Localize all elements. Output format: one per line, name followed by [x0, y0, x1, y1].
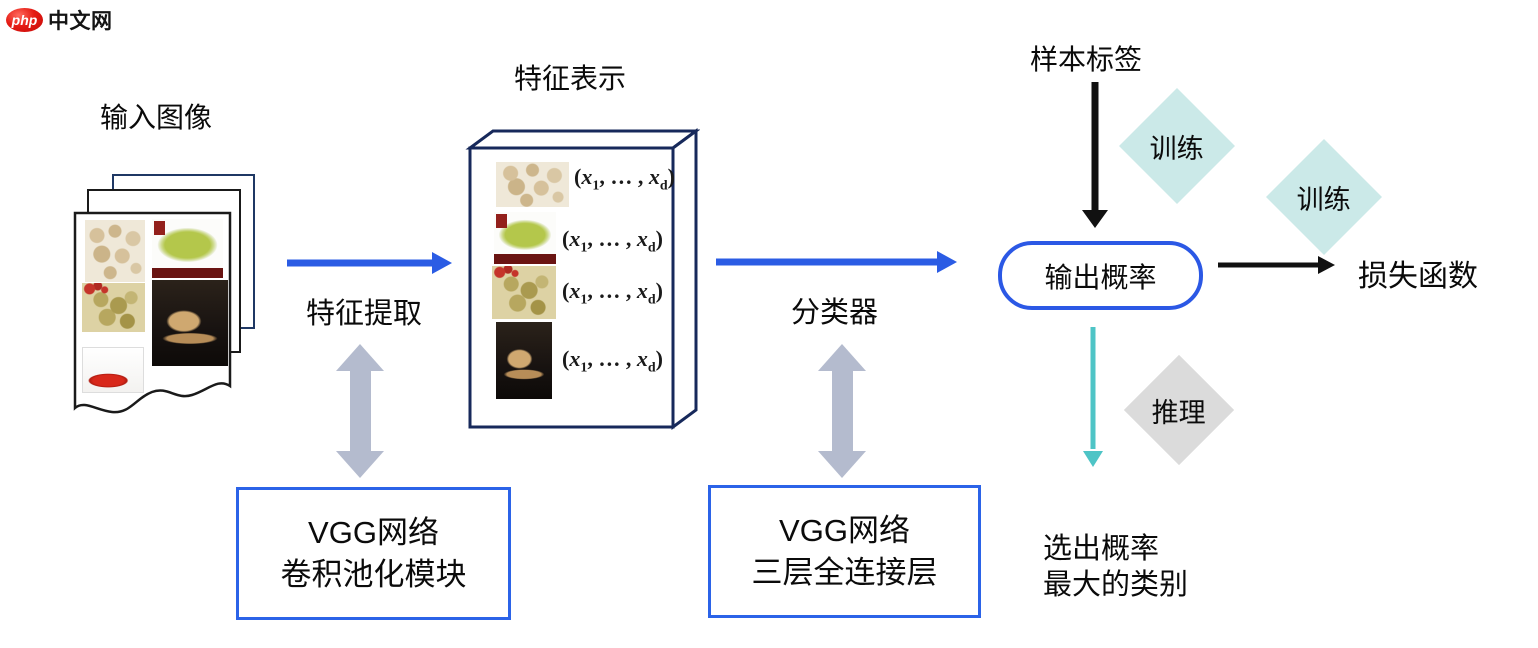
- herb-photo-yellow: [82, 283, 145, 332]
- herb-photo-roots: [152, 280, 228, 366]
- arrow-probability-to-prediction: [1082, 327, 1104, 467]
- php-logo-icon: php: [6, 8, 43, 32]
- arrow-probability-to-loss: [1218, 255, 1335, 275]
- feature-vector-formula: (x1, … , xd): [562, 346, 663, 376]
- feature-vector-formula: (x1, … , xd): [562, 278, 663, 308]
- logo-brand-text: php: [11, 12, 38, 28]
- output-probability-node: 输出概率: [998, 241, 1203, 310]
- label-sample-label: 样本标签: [1030, 44, 1143, 75]
- arrow-head: [1083, 451, 1103, 467]
- arrow-stem: [349, 371, 371, 451]
- training-diamond-label: 训练: [1297, 184, 1351, 215]
- feature-thumb-roots: [496, 322, 552, 399]
- feature-thumb-green: [494, 212, 556, 264]
- label-loss-function: 损失函数: [1358, 260, 1478, 293]
- select-max-line2: 最大的类别: [1043, 569, 1189, 601]
- label-classifier: 分类器: [791, 297, 879, 329]
- arrow-shaft: [287, 259, 434, 267]
- feature-thumb-tan: [496, 162, 569, 207]
- vgg-fully-connected-box: VGG网络 三层全连接层: [708, 485, 981, 618]
- arrow-sample-to-probability: [1082, 82, 1108, 228]
- vgg-fc-line2: 三层全连接层: [751, 554, 938, 590]
- herb-photo-green: [152, 219, 223, 278]
- site-logo: php 中文网: [6, 5, 113, 35]
- arrow-stem: [831, 371, 853, 451]
- box-top-face: [465, 129, 700, 150]
- label-input-images: 输入图像: [100, 102, 213, 133]
- arrow-shaft: [1091, 82, 1099, 210]
- double-arrow-classifier: [818, 344, 866, 478]
- feature-thumb-yellow: [492, 266, 556, 319]
- herb-photo-tan: [85, 220, 145, 282]
- label-feature-representation: 特征表示: [514, 63, 627, 94]
- arrow-input-to-features: [287, 251, 452, 275]
- arrow-head: [432, 252, 452, 274]
- logo-site-text: 中文网: [48, 10, 113, 33]
- feature-vector-formula: (x1, … , xd): [562, 226, 663, 256]
- vgg-conv-line2: 卷积池化模块: [280, 556, 467, 592]
- select-max-line1: 选出概率: [1043, 533, 1160, 565]
- arrow-head-down: [818, 451, 866, 478]
- arrow-head: [937, 251, 957, 273]
- training-diamond-2: 训练: [1266, 139, 1382, 255]
- vgg-fc-line1: VGG网络: [779, 512, 910, 548]
- arrow-head: [1082, 210, 1108, 228]
- arrow-features-to-output: [716, 250, 957, 274]
- arrow-shaft: [1218, 262, 1320, 268]
- arrow-head-down: [336, 451, 384, 478]
- arrow-shaft: [716, 258, 939, 266]
- training-diamond-label: 训练: [1150, 133, 1204, 164]
- inference-diamond-label: 推理: [1152, 397, 1206, 428]
- arrow-head-up: [336, 344, 384, 371]
- arrow-head: [1318, 256, 1335, 274]
- herb-photo-berries: [82, 347, 144, 393]
- double-arrow-feature-extraction: [336, 344, 384, 478]
- training-diamond-1: 训练: [1119, 88, 1235, 204]
- box-right-face: [671, 128, 698, 430]
- arrow-shaft: [1090, 327, 1096, 449]
- arrow-head-up: [818, 344, 866, 371]
- vgg-conv-line1: VGG网络: [308, 514, 439, 550]
- output-probability-label: 输出概率: [1044, 261, 1157, 293]
- feature-vector-formula: (x1, … , xd): [574, 164, 675, 194]
- feature-vector-rows: (x1, … , xd) (x1, … , xd) (x1, … , xd) (…: [470, 150, 675, 425]
- vgg-conv-pooling-box: VGG网络 卷积池化模块: [236, 487, 511, 620]
- label-feature-extraction: 特征提取: [306, 298, 423, 330]
- inference-diamond: 推理: [1123, 354, 1235, 466]
- label-select-max-class: 选出概率 最大的类别: [1043, 531, 1188, 603]
